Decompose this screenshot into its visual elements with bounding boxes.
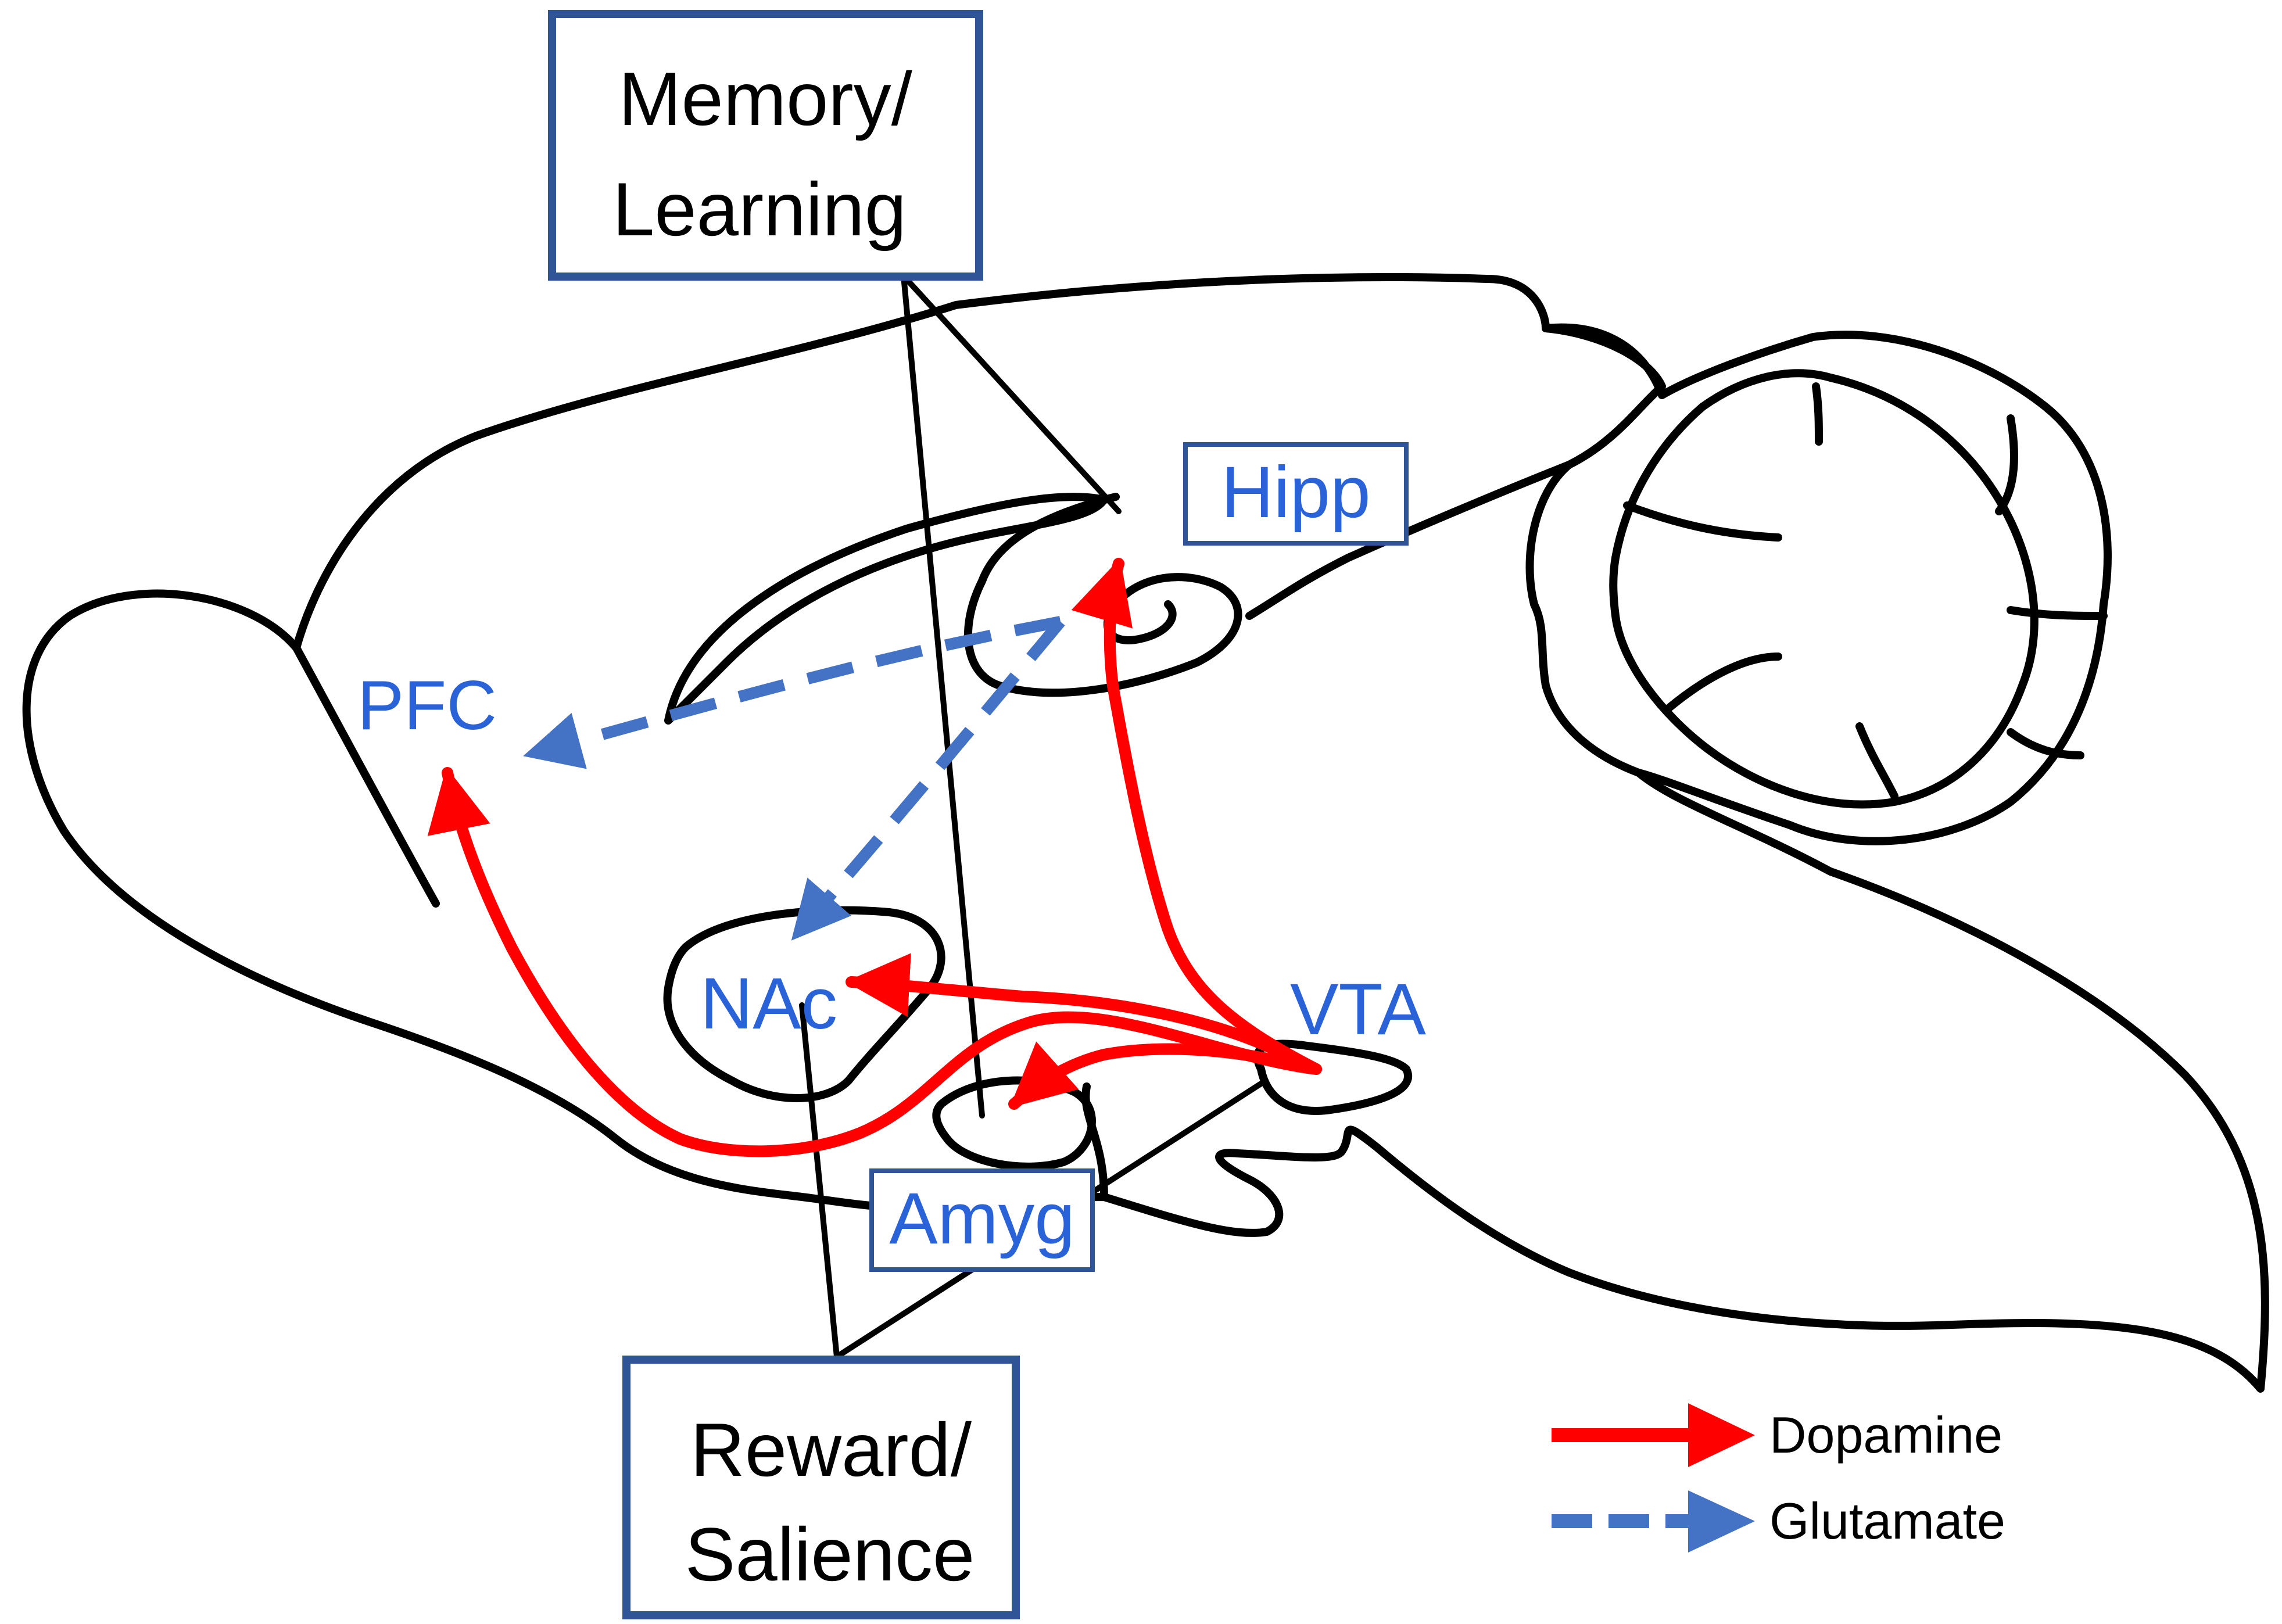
glutamate-pathways (523, 616, 1065, 942)
cerebellum-fold-3 (1623, 501, 1782, 542)
dopamine-vta-to-hipp (1071, 558, 1322, 1075)
glutamate-hipp-to-nac (789, 618, 1065, 942)
legend-glutamate-arrowhead (1688, 1490, 1755, 1553)
cerebellum-fold-7 (2007, 728, 2084, 759)
memory-learning-box-frame (548, 10, 983, 281)
brain-outline (22, 273, 2269, 1393)
nac-label: NAc (700, 963, 837, 1044)
cerebellum-fold-4 (1664, 653, 1782, 713)
memory-learning-box: Memory/ Learning (548, 10, 983, 281)
dopamine-vta-to-nac (846, 953, 1307, 1069)
legend-dopamine-arrowhead (1688, 1403, 1755, 1467)
legend-dopamine-label: Dopamine (1769, 1406, 2002, 1464)
midbrain-fold (1081, 1082, 1108, 1201)
hipp-label: Hipp (1221, 452, 1370, 533)
vta-label: VTA (1290, 969, 1426, 1050)
cerebellum-fold-1 (1812, 382, 1823, 446)
cortex-outline (292, 273, 1666, 652)
dopamine-vta-to-amyg (1008, 1041, 1307, 1110)
cerebellum-fold-2 (1995, 414, 2018, 515)
brainstem-outline (897, 769, 2269, 1393)
hipp-label-frame (1183, 442, 1409, 546)
reward-to-nac-line (799, 1002, 840, 1360)
olfactory-bulb-outline (22, 589, 905, 1211)
legend: Dopamine Glutamate (1552, 1403, 2005, 1553)
leader-lines (799, 273, 1264, 1360)
amygdala-outline (932, 1076, 1096, 1171)
memory-label-line1: Memory/ (618, 56, 912, 141)
cerebellum-fold-5 (2007, 606, 2108, 620)
legend-glutamate: Glutamate (1552, 1490, 2005, 1553)
reward-salience-box-frame (622, 1356, 1020, 1619)
glutamate-hipp-to-pfc (523, 616, 1062, 769)
dopamine-vta-to-pfc (427, 767, 1322, 1157)
hipp-label-box: Hipp (1183, 442, 1409, 546)
corpus-callosum-outline (664, 493, 1108, 725)
memory-to-amyg-line (901, 273, 985, 1118)
amyg-label-box: Amyg (869, 1168, 1095, 1272)
dopamine-pathways (427, 558, 1322, 1157)
amyg-label: Amyg (889, 1178, 1075, 1259)
cerebellum-outline (1525, 323, 2112, 845)
memory-label-line2: Learning (612, 167, 907, 252)
reward-salience-box: Reward/ Salience (622, 1356, 1020, 1619)
cerebellum-inner-outline (1609, 369, 2039, 809)
inner-cortical-line (292, 644, 440, 908)
legend-dopamine: Dopamine (1552, 1403, 2002, 1467)
reward-label-line2: Salience (685, 1512, 975, 1597)
cerebellum-fold-6 (1855, 722, 1898, 800)
memory-to-hipp-line (901, 273, 1122, 514)
reward-label-line1: Reward/ (690, 1407, 972, 1492)
pfc-label: PFC (357, 666, 497, 744)
amyg-label-frame (869, 1168, 1095, 1272)
legend-glutamate-label: Glutamate (1769, 1492, 2005, 1550)
